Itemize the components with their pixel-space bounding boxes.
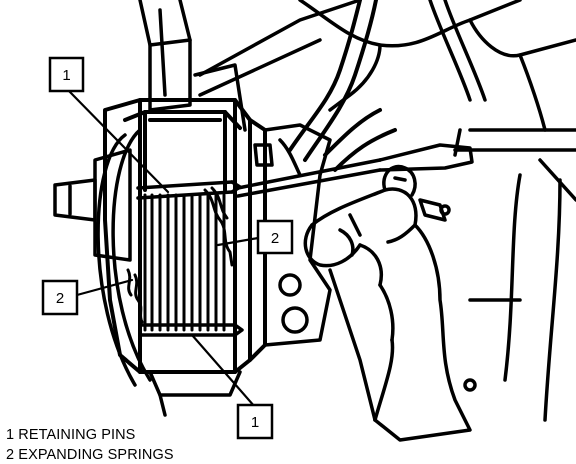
caliper-body <box>103 98 267 374</box>
callout-1-top: 1 <box>48 56 85 93</box>
brake-pads <box>143 193 226 332</box>
callout-2-right: 2 <box>256 219 294 255</box>
expanding-spring-left <box>126 268 144 324</box>
vehicle-structure <box>198 0 576 422</box>
callout-number: 1 <box>62 67 70 84</box>
callout-number: 2 <box>271 230 279 247</box>
callout-number: 1 <box>251 414 259 431</box>
lower-retaining-pin <box>138 323 244 337</box>
legend-retaining-pins: 1 RETAINING PINS <box>6 427 136 443</box>
caliper-bracket <box>253 123 477 392</box>
callout-1-bottom: 1 <box>236 403 274 440</box>
legend-expanding-springs: 2 EXPANDING SPRINGS <box>6 447 174 463</box>
technician-hand <box>303 164 472 442</box>
lower-suspension <box>148 370 242 417</box>
callout-2-left: 2 <box>41 279 79 316</box>
screwdriver <box>236 143 474 198</box>
hub-axle <box>53 148 132 262</box>
expanding-spring-right <box>203 186 234 267</box>
brake-hose <box>288 0 397 172</box>
callout-number: 2 <box>56 290 64 307</box>
